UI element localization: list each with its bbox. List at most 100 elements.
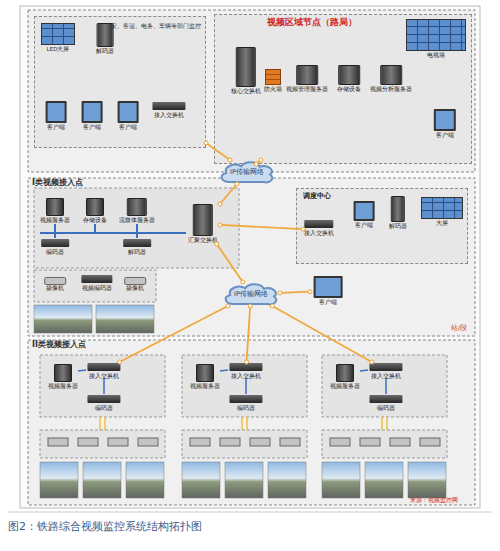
device-label: 摄像机 [34, 285, 76, 291]
device-label: 电视墙 [400, 52, 472, 58]
switch-device: 编码器 [228, 394, 264, 410]
pc-icon [46, 101, 67, 123]
site-photo [96, 305, 154, 333]
device-label: 视频服务器 [34, 217, 76, 223]
srv-icon [46, 198, 64, 216]
switch-device: 接入交换机 [303, 219, 335, 241]
pc-icon [314, 276, 343, 298]
device-label: 解码器 [85, 48, 125, 54]
switch-device: 视频编码器 [80, 274, 114, 296]
device-label: 视频服务器 [324, 383, 366, 389]
device-label: 客户端 [109, 124, 147, 130]
link-line [220, 225, 303, 229]
pc-icon [354, 201, 375, 221]
network-link [117, 304, 229, 364]
server-device: 视频服务器 [190, 364, 220, 390]
region-band-box: II类视频接入点视频服务器接入交换机编码器视频服务器接入交换机编码器视频服务器接… [28, 340, 475, 505]
region-band [28, 178, 475, 336]
link-line [220, 184, 237, 204]
sw-icon [369, 395, 402, 403]
firewall-device: 防火墙 [265, 69, 281, 93]
network-link [278, 290, 312, 295]
node-group-box: 视频区域节点（路局）核心交换机防火墙视频管理服务器存储设备视频分析服务器电视墙客… [214, 14, 472, 164]
device-label: 视频服务器 [42, 383, 84, 389]
device-label: 编码器 [34, 249, 76, 255]
client-pc: 客户端 [115, 101, 141, 131]
group-title: 视频区域节点（路局） [267, 18, 417, 28]
sw-icon [87, 363, 120, 371]
camera-device: 摄像机 [40, 274, 70, 296]
sw-icon [304, 220, 333, 228]
source-note: 来源：视频监控网 [410, 497, 458, 504]
client-pc: 客户端 [351, 201, 377, 229]
device-label: 编码器 [362, 405, 410, 411]
srv-icon [391, 196, 405, 222]
sw-icon [41, 239, 69, 247]
pc-icon [434, 109, 456, 131]
switch-device: 编码器 [40, 238, 70, 260]
pc-icon [82, 101, 103, 123]
srv-icon [336, 364, 354, 382]
link-port [241, 280, 245, 284]
switch-device: 解码器 [122, 238, 152, 260]
device-label: 接入交换机 [145, 112, 193, 118]
device-label: 编码器 [222, 405, 270, 411]
device-label: 视频编码器 [74, 285, 120, 291]
client-pc: 客户端 [43, 101, 69, 131]
network-cloud: IP传输网络 [222, 282, 280, 306]
node-group-box: 调度中心接入交换机客户端解码器大屏 [296, 188, 468, 264]
device-label: 接入交换机 [80, 373, 128, 379]
srv-icon [86, 198, 104, 216]
srv-icon [193, 204, 213, 236]
server-device: 流媒体服务器 [120, 198, 154, 224]
device-label: 客户端 [345, 222, 383, 228]
server-device: 解码器 [386, 196, 410, 230]
network-label: IP传输网络 [218, 169, 276, 176]
client-pc: 客户端 [310, 276, 346, 306]
network-label: IP传输网络 [222, 291, 280, 298]
display-wall: 电视墙 [406, 19, 466, 59]
device-label: 接入交换机 [362, 373, 410, 379]
device-label: 解码器 [116, 249, 158, 255]
scope-label: 站/段 [451, 325, 467, 332]
link-port [218, 223, 222, 227]
sub-box [34, 188, 239, 268]
region-band-box: I类视频接入点视频服务器存储设备流媒体服务器汇聚交换机编码器解码器摄像机视频编码… [28, 178, 475, 336]
region-band [28, 10, 475, 172]
device-label: 客户端 [425, 132, 465, 138]
cam-icon [124, 277, 146, 285]
device-label: 客户端 [37, 124, 75, 130]
access-group-0 [40, 355, 165, 498]
group-title: 调度中心 [303, 192, 383, 200]
device-label: 视频管理服务器 [283, 86, 331, 92]
device-label: 存储设备 [325, 86, 373, 92]
switch-device: 接入交换机 [368, 362, 404, 378]
server-device: 视频服务器 [48, 364, 78, 390]
srv-icon [338, 65, 360, 85]
region-band [28, 340, 475, 505]
device-label: 视频服务器 [184, 383, 226, 389]
sw-icon [229, 363, 262, 371]
server-device: 存储设备 [80, 198, 110, 224]
server-device: 汇聚交换机 [186, 204, 220, 244]
screen-icon [41, 23, 75, 45]
device-label: 接入交换机 [222, 373, 270, 379]
access-group-1 [182, 355, 307, 498]
device-label: 汇聚交换机 [180, 237, 226, 243]
link-port [308, 290, 312, 294]
srv-icon [380, 65, 402, 85]
network-link [270, 304, 373, 364]
srv-icon [296, 65, 318, 85]
link-port [218, 202, 222, 206]
screen-icon [421, 197, 463, 219]
srv-icon [236, 47, 256, 87]
camera-device: 摄像机 [120, 274, 150, 296]
device-label: 编码器 [80, 405, 128, 411]
server-device: 解码器 [91, 23, 119, 55]
link-port [226, 304, 230, 308]
figure-caption: 图2：铁路综合视频监控系统结构拓扑图 [8, 519, 202, 534]
pc-icon [118, 101, 139, 123]
sw-icon [123, 239, 151, 247]
group-title: II类视频接入点 [32, 340, 172, 349]
site-photo [34, 305, 92, 333]
